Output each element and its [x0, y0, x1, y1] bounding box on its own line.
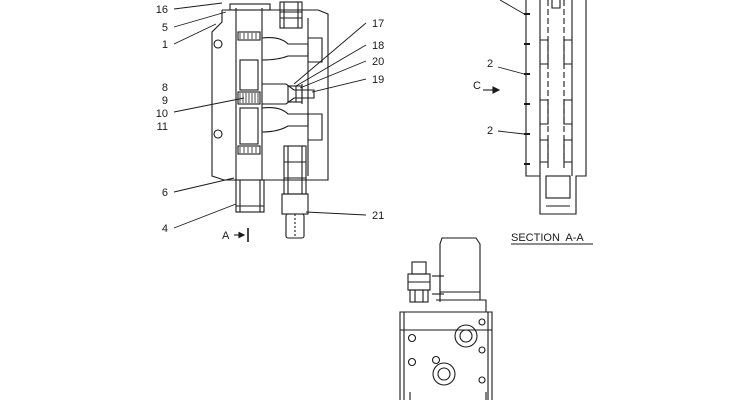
callout-2-upper: 2: [487, 58, 493, 70]
callout-19: 19: [372, 74, 384, 86]
view-marker-a: A: [222, 230, 230, 242]
callout-9: 9: [162, 95, 168, 107]
callout-5: 5: [162, 22, 168, 34]
view-c-side-view: [399, 237, 493, 400]
callout-6: 6: [162, 187, 168, 199]
section-title: SECTION A-A: [511, 232, 584, 244]
view-arrow-c: [483, 86, 501, 94]
callout-11: 11: [157, 121, 168, 133]
section-a-a-view: [497, 0, 587, 215]
callout-8: 8: [162, 82, 168, 94]
callout-20: 20: [372, 56, 384, 68]
view-marker-c: C: [473, 80, 481, 92]
callout-1: 1: [162, 39, 168, 51]
callout-16: 16: [156, 4, 168, 16]
view-arrow-a: [234, 228, 249, 242]
main-valve-body: [211, 1, 329, 239]
callout-2-lower: 2: [487, 125, 493, 137]
leader-lines: [173, 2, 367, 229]
part-callouts: 16 5 1 8 9 10 11 6 4 17 18 20 19 21 2 2: [156, 4, 493, 235]
callout-10: 10: [156, 108, 168, 120]
callout-4: 4: [162, 223, 168, 235]
callout-17: 17: [372, 18, 384, 30]
callout-21: 21: [372, 210, 384, 222]
callout-18: 18: [372, 40, 384, 52]
